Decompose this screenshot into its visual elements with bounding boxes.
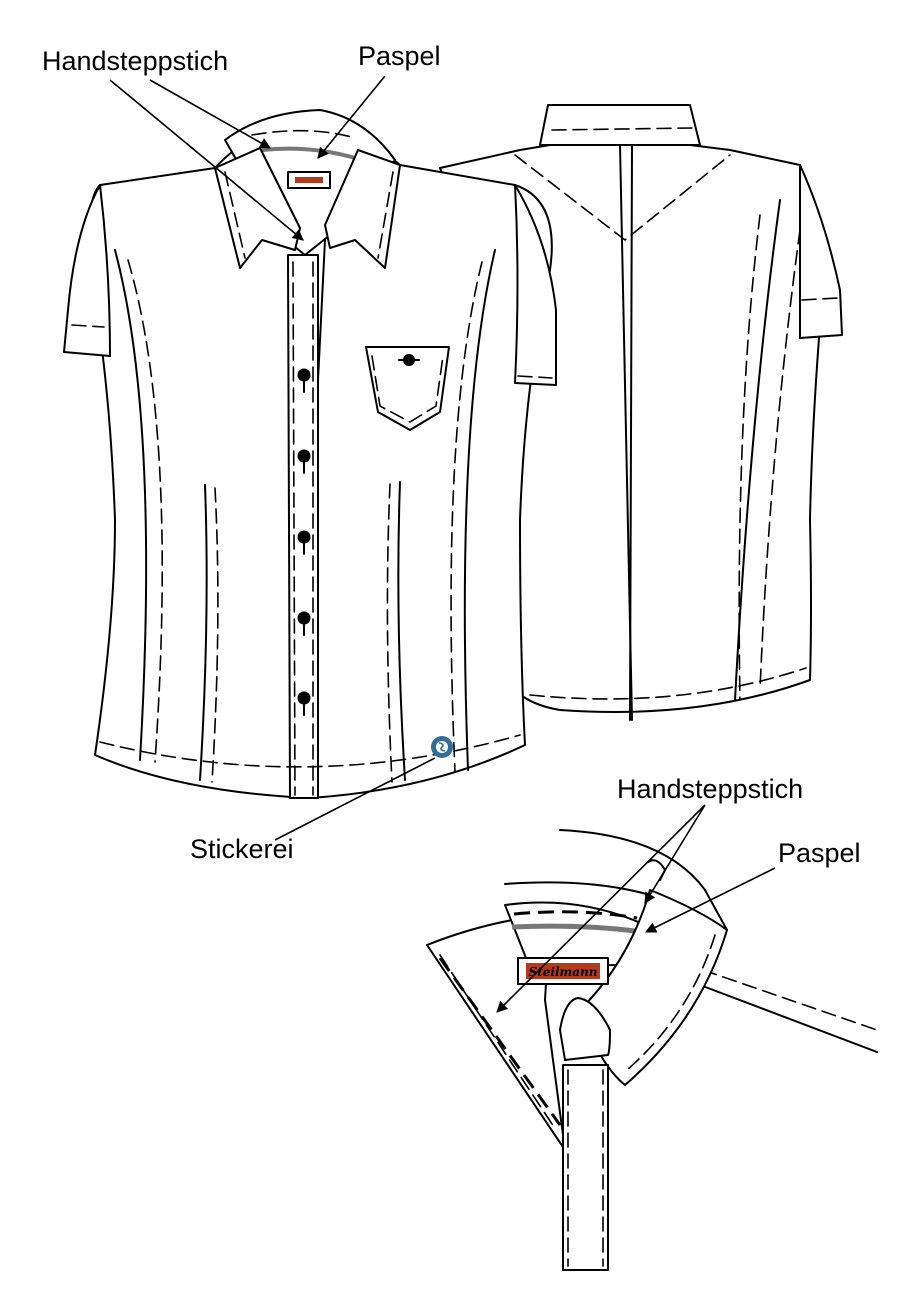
placket-stitch-left — [292, 261, 296, 796]
front-sleeve-right-stitch — [517, 375, 553, 379]
detail-collar-piping — [511, 923, 643, 935]
back-hem-stitch — [529, 667, 807, 700]
front-side-seam-right — [463, 249, 496, 771]
button-1 — [297, 368, 311, 382]
label-hand-stitch: Handsteppstich — [42, 46, 229, 76]
button-5 — [297, 691, 311, 705]
pointer-detail-hand-stitch-2 — [496, 804, 706, 1013]
button-2 — [297, 449, 311, 463]
label-embroidery: Stickerei — [190, 834, 294, 864]
front-dart-right — [397, 481, 406, 781]
detail-placket — [562, 1064, 609, 1271]
detail-brand-label-patch — [526, 963, 600, 979]
front-side-seam-left — [114, 249, 148, 761]
collar-left-stitch — [224, 171, 246, 259]
detail-hand-stitch-left — [438, 957, 562, 1126]
placket-overlap-line — [317, 239, 326, 381]
shirt-front-view — [63, 109, 557, 799]
detail-collar-back-outline — [559, 829, 728, 931]
front-sleeve-left — [63, 184, 111, 357]
front-sleeve-left-stitch — [71, 324, 105, 328]
front-placket — [287, 254, 319, 799]
back-center-seam-inner — [629, 144, 633, 721]
label-detail-hand-stitch: Handsteppstich — [617, 774, 804, 804]
brand-logo: Steilmann — [529, 965, 598, 979]
embroidery-crest-icon — [431, 736, 453, 758]
front-dart-left-stitch — [211, 487, 219, 783]
front-sleeve-right — [514, 184, 557, 386]
back-sleeve-right — [798, 164, 843, 339]
collar-right-stitch — [377, 171, 394, 259]
detail-collar-edge — [647, 859, 666, 881]
detail-placket-fold — [559, 997, 611, 1061]
pointer-hand-stitch-2 — [109, 79, 304, 241]
front-hem-stitch — [99, 734, 521, 768]
detail-hand-stitch-top — [513, 910, 638, 920]
back-collar-band — [539, 104, 701, 146]
back-yoke-seam — [514, 154, 731, 242]
button-3 — [297, 530, 311, 544]
collar-piping-front — [261, 146, 356, 160]
front-dart-left — [199, 484, 208, 781]
front-dart-right-stitch — [386, 483, 393, 783]
front-side-seam-right-stitch — [450, 261, 483, 773]
chest-pocket — [365, 346, 450, 431]
front-side-seam-left-stitch — [127, 259, 164, 763]
detail-yoke-stitch — [702, 969, 878, 1031]
back-side-seam-right — [734, 199, 781, 701]
label-detail-piping: Paspel — [778, 838, 861, 868]
detail-yoke-line — [699, 984, 878, 1053]
collar-detail-view: Steilmann — [426, 829, 878, 1271]
pointer-hand-stitch-1 — [149, 79, 271, 149]
chest-pocket-stitch — [371, 355, 444, 423]
button-4 — [297, 611, 311, 625]
annotation-pointers — [109, 75, 776, 1013]
back-collar-stitch — [551, 127, 693, 131]
collar-hand-stitch-front — [251, 129, 356, 139]
pointer-detail-hand-stitch-1 — [644, 804, 706, 904]
collar-label-brand-mark — [295, 177, 323, 183]
pointer-embroidery — [274, 757, 436, 841]
pointer-piping — [317, 75, 386, 159]
label-piping: Paspel — [358, 41, 441, 71]
detail-collar-top — [504, 881, 651, 896]
back-cuff-stitch — [801, 297, 839, 301]
pointer-detail-piping — [644, 867, 776, 933]
